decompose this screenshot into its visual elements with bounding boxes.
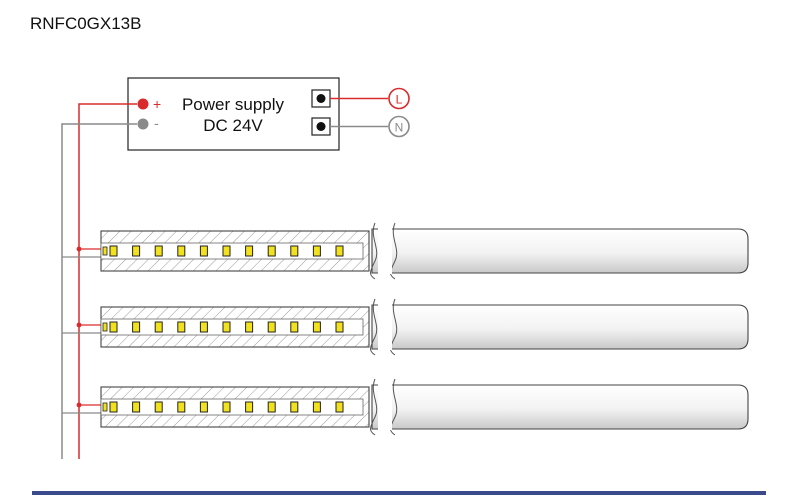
led-chip: [177, 245, 186, 257]
led-chip: [222, 245, 231, 257]
power-supply-unit: + - Power supply DC 24V: [127, 77, 340, 151]
led-chip: [245, 245, 254, 257]
led-chip: [267, 401, 276, 413]
positive-output-dot: [137, 98, 149, 110]
led-chip: [199, 245, 208, 257]
strip-tube-body: [371, 304, 749, 350]
negative-output-dot: [137, 118, 149, 130]
led-strip: [62, 378, 749, 436]
strip-pcb-band: [100, 398, 364, 416]
led-strip: [62, 222, 749, 280]
led-chip: [109, 401, 118, 413]
led-chip: [154, 401, 163, 413]
line-marker-label: L: [396, 93, 403, 107]
line-marker: L: [388, 87, 410, 110]
led-chip: [199, 321, 208, 333]
negative-symbol: -: [154, 115, 159, 131]
strip-pcb-band: [100, 318, 364, 336]
line-terminal-screw: [316, 94, 326, 103]
break-mark-right: [390, 378, 398, 436]
negative-bus-wire: [61, 123, 137, 459]
led-chip: [132, 321, 141, 333]
power-supply-name: Power supply: [182, 95, 285, 114]
led-chip: [290, 321, 299, 333]
led-chip: [222, 321, 231, 333]
led-chip: [335, 401, 344, 413]
strip-tube-body: [371, 384, 749, 430]
neutral-marker-label: N: [395, 121, 404, 135]
break-mark-right: [390, 222, 398, 280]
led-chip: [267, 245, 276, 257]
positive-bus-wire: [78, 103, 137, 459]
led-chip: [177, 401, 186, 413]
led-chip: [199, 401, 208, 413]
led-chip: [312, 245, 321, 257]
led-chip: [154, 321, 163, 333]
break-gap: [378, 304, 392, 350]
led-chip: [245, 401, 254, 413]
model-code-title: RNFC0GX13B: [30, 14, 142, 33]
led-strips: [62, 222, 749, 436]
break-gap: [378, 228, 392, 274]
break-gap: [378, 384, 392, 430]
led-chip: [312, 401, 321, 413]
led-chip: [222, 401, 231, 413]
power-supply-box: [127, 77, 340, 151]
led-chip: [177, 321, 186, 333]
neutral-terminal-screw: [316, 122, 326, 131]
positive-symbol: +: [153, 96, 161, 112]
led-chip: [132, 401, 141, 413]
led-chip: [154, 245, 163, 257]
led-chip: [267, 321, 276, 333]
neutral-marker: N: [388, 115, 410, 138]
led-chip: [245, 321, 254, 333]
strip-connector-pad: [102, 402, 108, 412]
strip-connector-pad: [102, 246, 108, 256]
strip-connector-pad: [102, 322, 108, 332]
led-chip: [109, 321, 118, 333]
led-chip: [132, 245, 141, 257]
bottom-divider: [32, 491, 766, 495]
break-mark-left: [370, 222, 378, 280]
break-mark-right: [390, 298, 398, 356]
strip-tube-body: [371, 228, 749, 274]
power-supply-voltage: DC 24V: [203, 116, 263, 135]
led-chip: [290, 245, 299, 257]
positive-junction-dot: [76, 322, 82, 328]
led-chip: [335, 245, 344, 257]
led-chip: [312, 321, 321, 333]
led-chip: [335, 321, 344, 333]
led-chip: [109, 245, 118, 257]
break-mark-left: [370, 298, 378, 356]
positive-junction-dot: [76, 246, 82, 252]
positive-junction-dot: [76, 402, 82, 408]
led-strip: [62, 298, 749, 356]
led-chip: [290, 401, 299, 413]
break-mark-left: [370, 378, 378, 436]
strip-pcb-band: [100, 242, 364, 260]
